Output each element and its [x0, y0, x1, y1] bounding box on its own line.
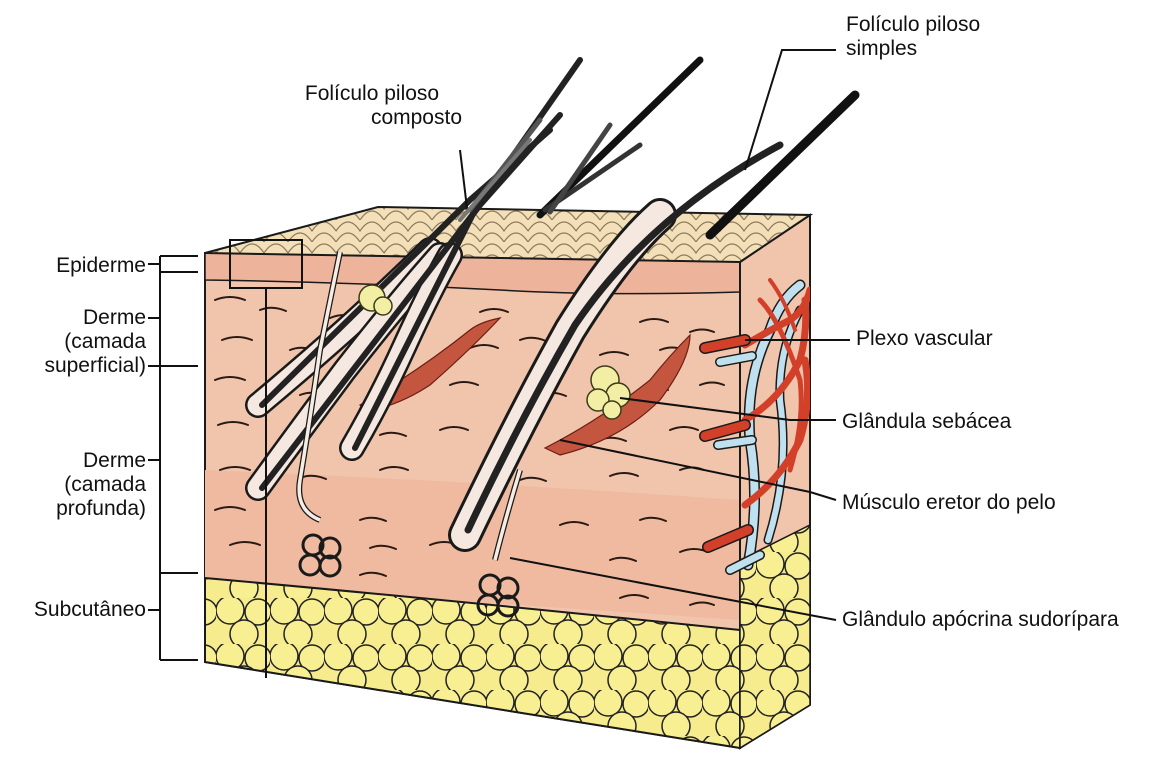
- label-derme-profunda: Derme (camada profunda): [10, 449, 146, 521]
- label-derme-superficial-line2: (camada: [10, 330, 146, 354]
- label-plexo-vascular: Plexo vascular: [856, 327, 993, 351]
- label-foliculo-composto: Folículo piloso composto: [282, 82, 462, 130]
- label-foliculo-simples: Folículo piloso simples: [846, 13, 1026, 61]
- label-derme-superficial: Derme (camada superficial): [10, 306, 146, 378]
- top-face: [205, 207, 810, 262]
- label-glandula-apocrina: Glândulo apócrina sudorípara: [842, 608, 1119, 632]
- label-derme-profunda-line3: profunda): [10, 497, 146, 521]
- side-face: [740, 215, 810, 748]
- label-subcutaneo: Subcutâneo: [0, 598, 146, 622]
- label-derme-superficial-line3: superficial): [10, 354, 146, 378]
- layer-bracket: [148, 256, 198, 660]
- label-derme-profunda-line1: Derme: [10, 449, 146, 473]
- label-foliculo-composto-line2: composto: [282, 106, 462, 130]
- label-musculo-eretor: Músculo eretor do pelo: [842, 491, 1056, 515]
- label-derme-superficial-line1: Derme: [10, 306, 146, 330]
- label-foliculo-simples-line1: Folículo piloso: [846, 13, 1026, 37]
- label-derme-profunda-line2: (camada: [10, 473, 146, 497]
- label-glandula-sebacea: Glândula sebácea: [842, 410, 1011, 434]
- label-foliculo-composto-line1: Folículo piloso: [282, 82, 462, 106]
- label-epiderme: Epiderme: [22, 254, 146, 278]
- label-foliculo-simples-line2: simples: [846, 37, 1026, 61]
